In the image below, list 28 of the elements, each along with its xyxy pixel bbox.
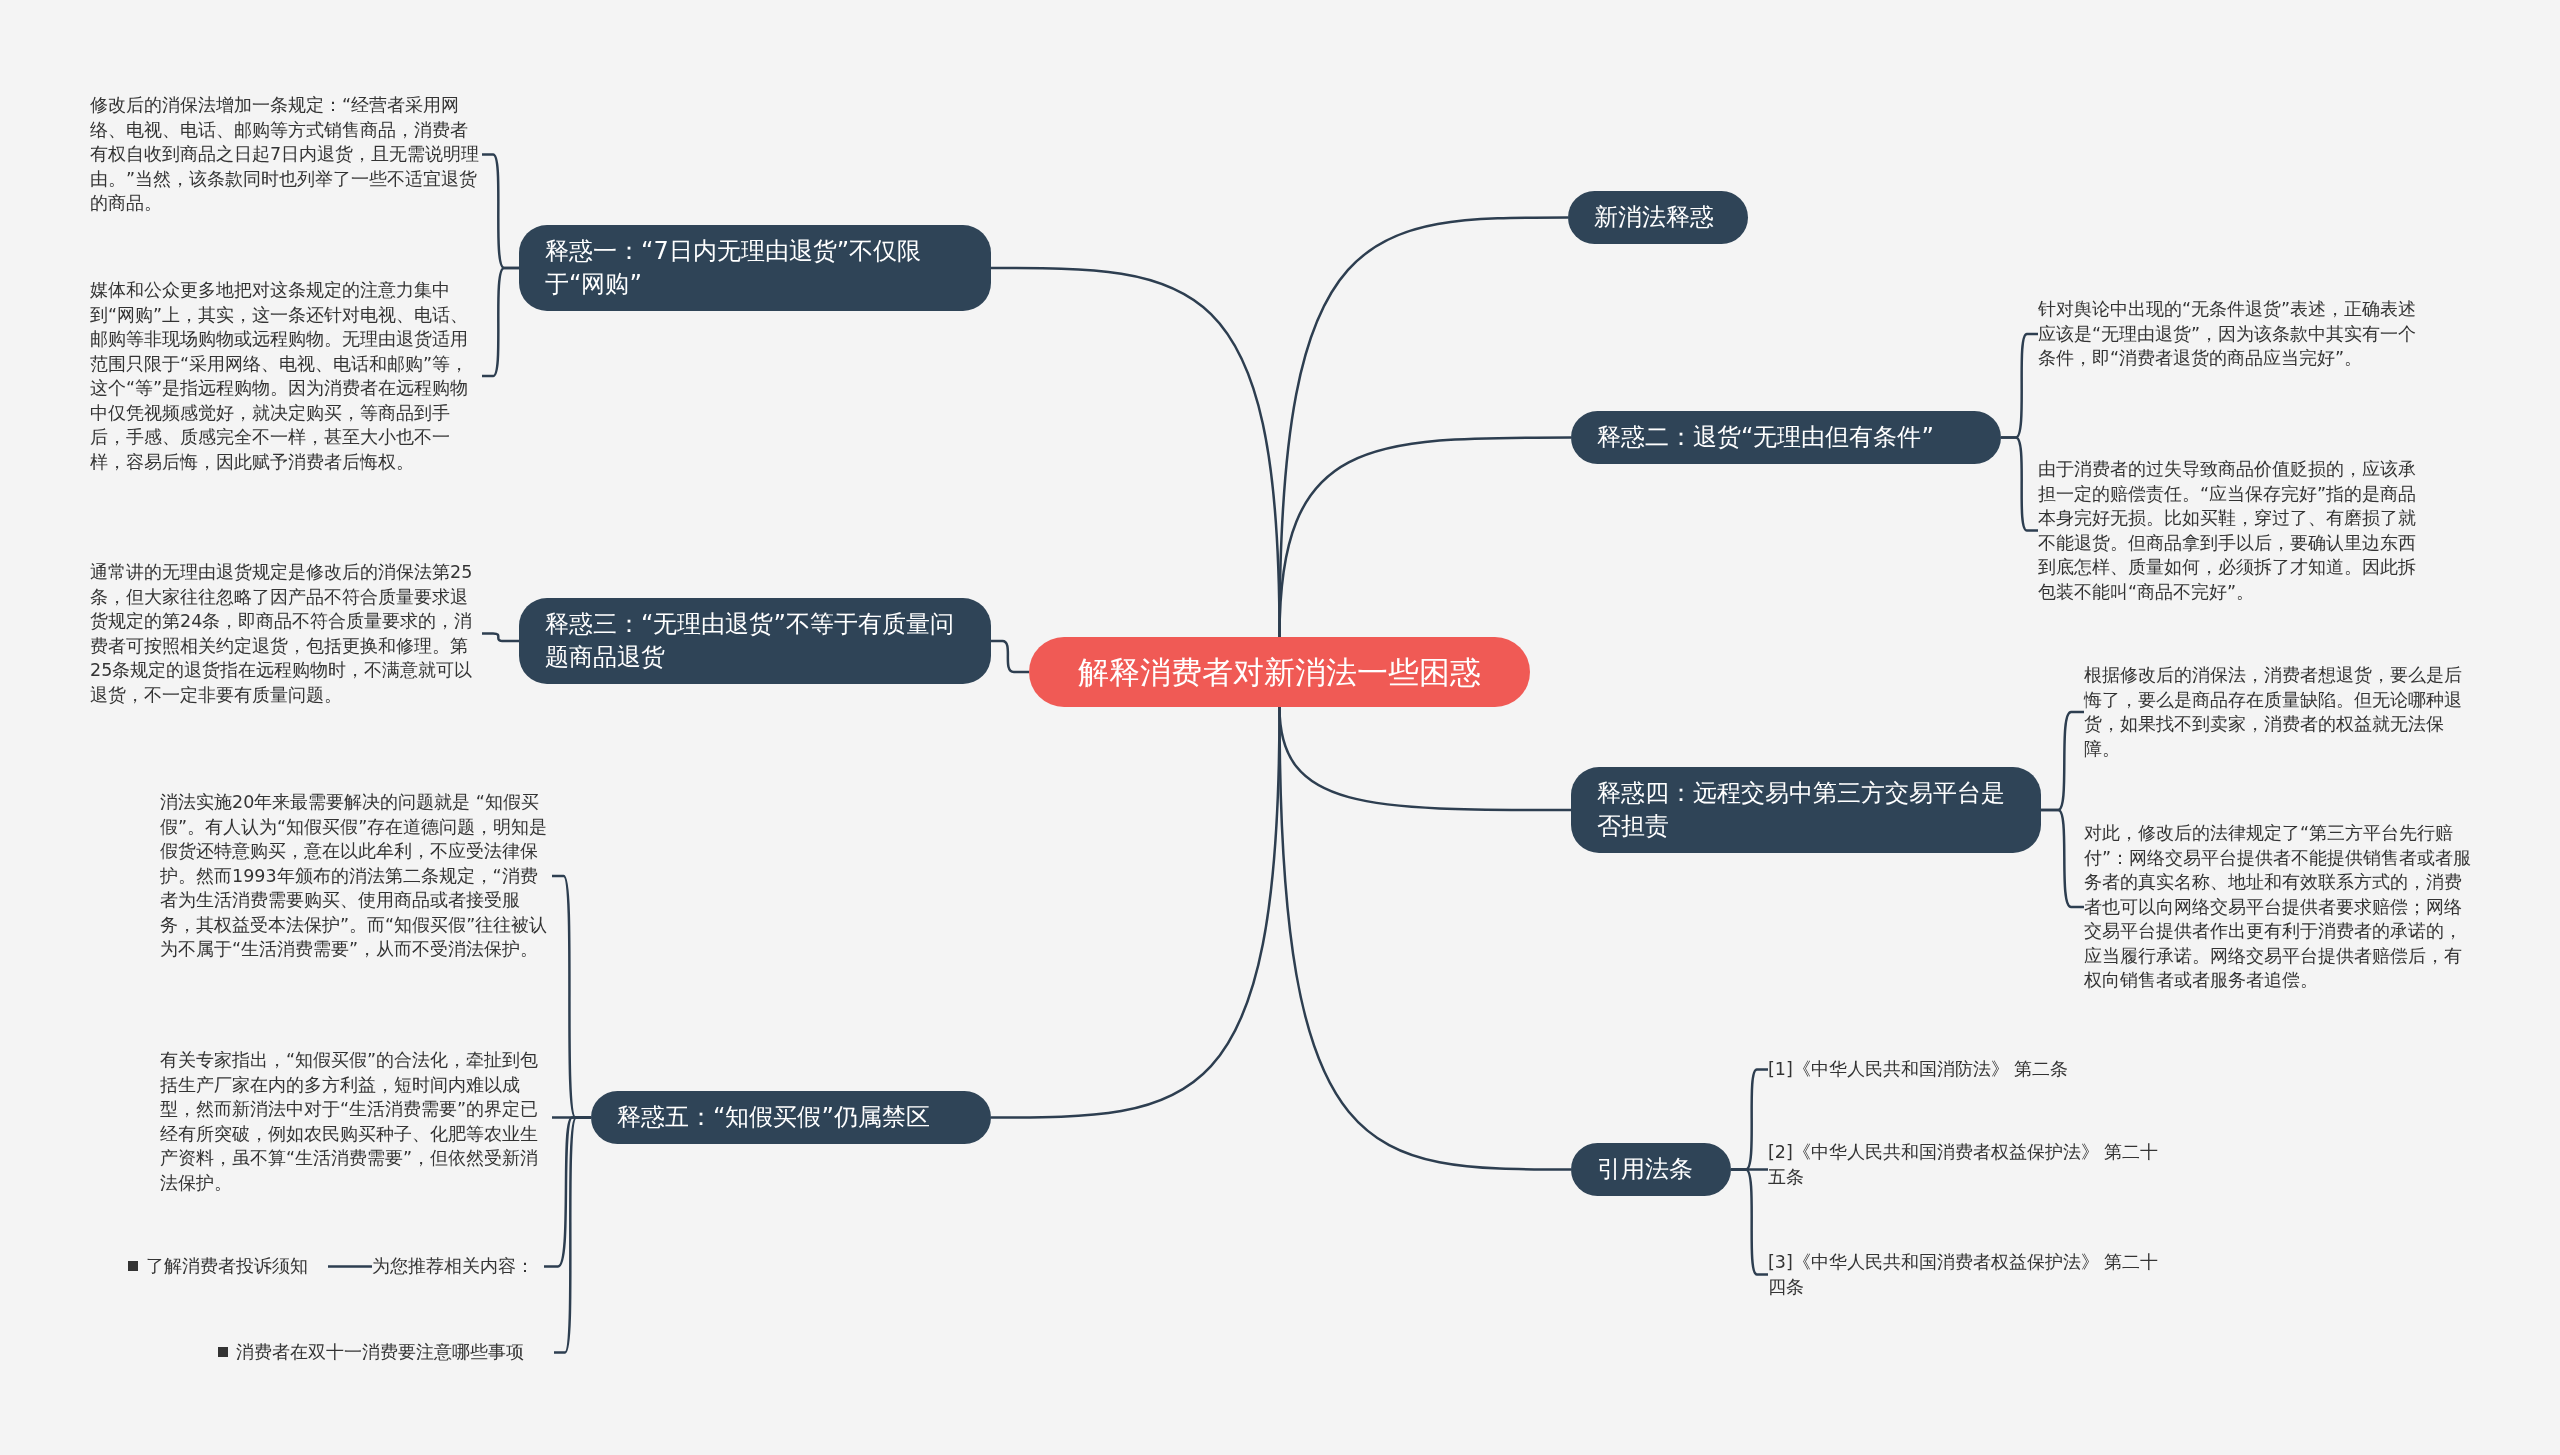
connector-line: [991, 639, 1029, 674]
note-text: [3]《中华人民共和国消费者权益保护法》 第二十四条: [1768, 1250, 2160, 1299]
central-topic: 解释消费者对新消法一些困惑: [1029, 637, 1530, 707]
note-text: 媒体和公众更多地把对这条规定的注意力集中到“网购”上，其实，这一条还针对电视、电话、邮购等非现场购物或远程购物。无理由退货适用范围只限于“采用网络、电视、电话和邮购”等，这个“等”是指远程购物。因为消费者在远程购物中仅凭视频感觉好，就决定购买，等商品到手后，手感、质感完全不一样，甚至大小也不一样，容易后悔，因此赋予消费者后悔权。: [90, 278, 482, 474]
note-text: 有关专家指出，“知假买假”的合法化，牵扯到包括生产厂家在内的多方利益，短时间内难以成型，然而新消法中对于“生活消费需要”的界定已经有所突破，例如农民购买种子、化肥等农业生产资料，虽不算“生活消费需要”，但依然受新消法保护。: [160, 1048, 552, 1195]
connector-line: [991, 706, 1281, 1119]
note-text: 根据修改后的消保法，消费者想退货，要么是后悔了，要么是商品存在质量缺陷。但无论哪种退货，如果找不到卖家，消费者的权益就无法保障。: [2084, 663, 2476, 761]
connector-line: [328, 1265, 372, 1268]
topic-pill: 释惑二：退货“无理由但有条件”: [1571, 411, 2001, 464]
note-text: 为您推荐相关内容：: [372, 1254, 544, 1279]
topic-pill: 释惑三：“无理由退货”不等于有质量问题商品退货: [519, 598, 991, 684]
topic-pill: 释惑一：“7日内无理由退货”不仅限于“网购”: [519, 225, 991, 311]
note-text: 对此，修改后的法律规定了“第三方平台先行赔付”：网络交易平台提供者不能提供销售者或者服务者的真实名称、地址和有效联系方式的，消费者也可以向网络交易平台提供者要求赔偿；网络交易平台提供者作出更有利于消费者的承诺的，应当履行承诺。网络交易平台提供者赔偿后，有权向销售者或者服务者追偿。: [2084, 821, 2476, 993]
note-text: [2]《中华人民共和国消费者权益保护法》 第二十五条: [1768, 1140, 2160, 1189]
connector-line: [991, 266, 1281, 638]
topic-pill: 释惑四：远程交易中第三方交易平台是否担责: [1571, 767, 2041, 853]
note-text: 通常讲的无理由退货规定是修改后的消保法第25条，但大家往往忽略了因产品不符合质量要求退货规定的第24条，即商品不符合质量要求的，消费者可按照相关约定退货，包括更换和修理。第25条规定的退货指在远程购物时，不满意就可以退货，不一定非要有质量问题。: [90, 560, 482, 707]
note-text: 消费者在双十一消费要注意哪些事项: [218, 1340, 554, 1365]
note-text: 针对舆论中出现的“无条件退货”表述，正确表述应该是“无理由退货”，因为该条款中其实有一个条件，即“消费者退货的商品应当完好”。: [2038, 297, 2430, 371]
topic-pill: 新消法释惑: [1568, 191, 1748, 244]
note-text: [1]《中华人民共和国消防法》 第二条: [1768, 1057, 2160, 1082]
note-text: 由于消费者的过失导致商品价值贬损的，应该承担一定的赔偿责任。“应当保存完好”指的是商品本身完好无损。比如买鞋，穿过了、有磨损了就不能退货。但商品拿到手以后，要确认里边东西到底怎样、质量如何，必须拆了才知道。因此拆包装不能叫“商品不完好”。: [2038, 457, 2430, 604]
note-text: 修改后的消保法增加一条规定：“经营者采用网络、电视、电话、邮购等方式销售商品，消费者有权自收到商品之日起7日内退货，且无需说明理由。”当然，该条款同时也列举了一些不适宜退货的商品。: [90, 93, 482, 216]
topic-pill: 引用法条: [1571, 1143, 1731, 1196]
note-text: 消法实施20年来最需要解决的问题就是 “知假买假”。有人认为“知假买假”存在道德问题，明知是假货还特意购买，意在以此牟利，不应受法律保护。然而1993年颁布的消法第二条规定，“消费者为生活消费需要购买、使用商品或者接受服务，其权益受本法保护”。而“知假买假”往往被认为不属于“生活消费需要”，从而不受消法保护。: [160, 790, 552, 962]
connector-line: [482, 632, 519, 643]
topic-pill: 释惑五：“知假买假”仍属禁区: [591, 1091, 991, 1144]
note-text: 了解消费者投诉须知: [128, 1254, 328, 1279]
